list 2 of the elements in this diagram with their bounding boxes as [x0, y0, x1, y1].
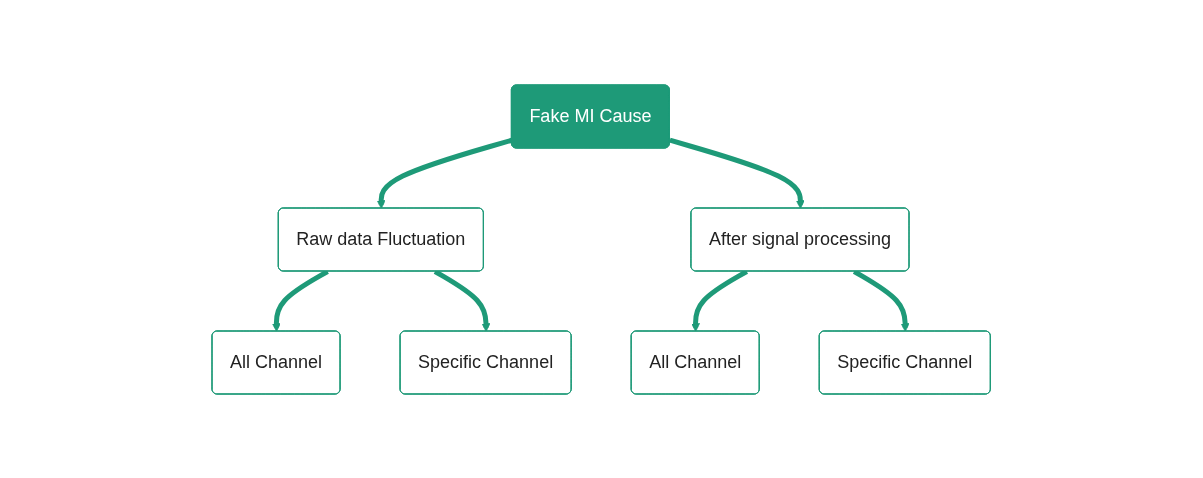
arrow: [377, 137, 513, 209]
arrow: [669, 137, 806, 209]
